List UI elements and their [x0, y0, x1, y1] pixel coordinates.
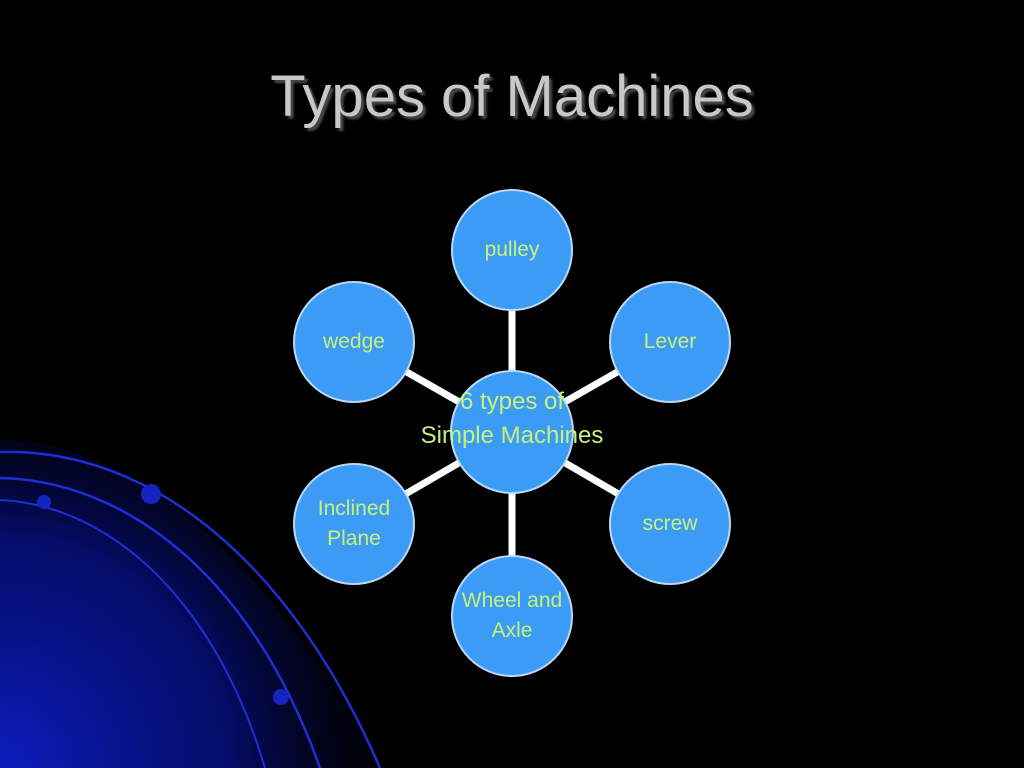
node-wedge: wedge [293, 281, 415, 403]
decor-arc-middle [0, 476, 322, 768]
node-lever-label: Lever [643, 330, 697, 353]
center-node-label: 6 types of Simple Machines [420, 388, 604, 449]
node-screw-label: screw [642, 512, 698, 535]
node-inclined-plane-label: Inclined Plane [317, 497, 391, 550]
slide-title: Types of Machines [270, 64, 754, 129]
node-wedge-label: wedge [323, 330, 385, 353]
node-inclined-plane: Inclined Plane [293, 463, 415, 585]
decor-dot-large [141, 484, 161, 504]
node-pulley-label: pulley [484, 238, 540, 261]
node-screw: screw [609, 463, 731, 585]
node-pulley: pulley [451, 189, 573, 311]
decor-dot-bottom [273, 689, 289, 705]
decor-arc-outer [0, 450, 382, 768]
node-lever: Lever [609, 281, 731, 403]
decor-dot-small [37, 495, 51, 509]
node-wheel-and-axle: Wheel and Axle [451, 555, 573, 677]
center-node [450, 370, 574, 494]
node-wheel-and-axle-label: Wheel and Axle [461, 589, 563, 642]
